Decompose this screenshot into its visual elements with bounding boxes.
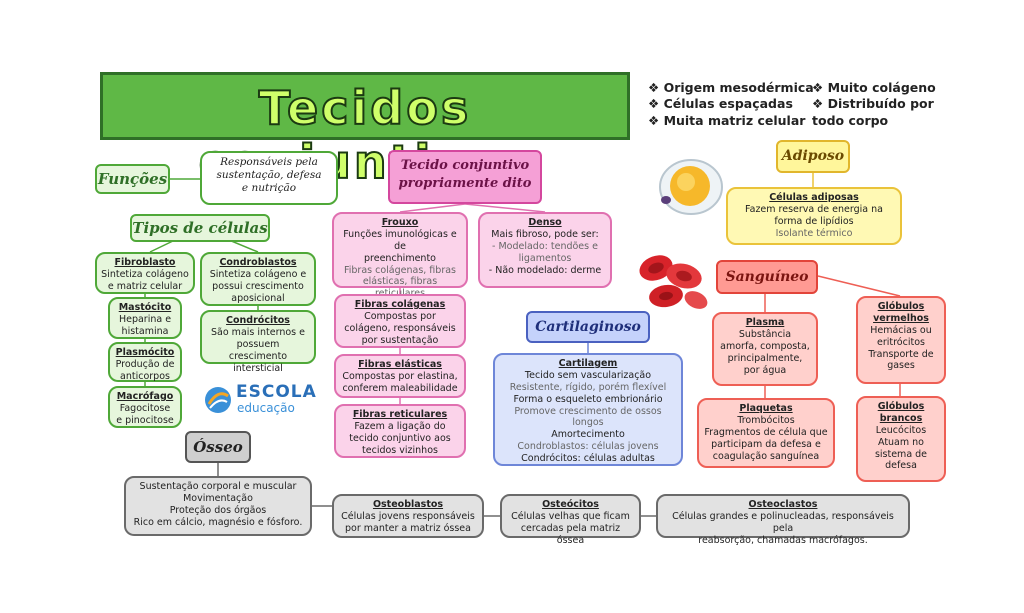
mastocito-box: Mastócito Heparina e histamina xyxy=(108,297,182,339)
osseo-label: Ósseo xyxy=(185,431,251,463)
plaquetas-box: Plaquetas Trombócitos Fragmentos de célu… xyxy=(697,398,835,468)
proprio-label: Tecido conjuntivo propriamente dito xyxy=(388,150,542,204)
plasma-box: Plasma Substância amorfa, composta, prin… xyxy=(712,312,818,386)
funcoes-box: Responsáveis pela sustentação, defesa e … xyxy=(200,151,338,205)
title-banner: Tecidos conjuntivos xyxy=(100,72,630,190)
title-text: Tecidos conjuntivos xyxy=(198,80,532,190)
adiposo-label: Adiposo xyxy=(776,140,850,173)
osteoclastos-box: Osteoclastos Células grandes e polinucle… xyxy=(656,494,910,546)
features-right: Muito colágeno Distribuído por todo corp… xyxy=(812,80,962,129)
cartilagem-box: Cartilagem Tecido sem vascularização Res… xyxy=(493,353,683,466)
sanguineo-label: Sanguíneo xyxy=(716,260,818,294)
feature-item: Muita matriz celular xyxy=(648,113,818,129)
tipos-label: Tipos de células xyxy=(130,214,270,242)
plasmocito-box: Plasmócito Produção de anticorpos xyxy=(108,342,182,382)
feature-item: Distribuído por todo corpo xyxy=(812,96,962,129)
fibras-elasticas-box: Fibras elásticas Compostas por elastina,… xyxy=(334,354,466,398)
osteoblastos-box: Osteoblastos Células jovens responsáveis… xyxy=(332,494,484,538)
osteocitos-box: Osteócitos Células velhas que ficam cerc… xyxy=(500,494,641,546)
feature-item: Células espaçadas xyxy=(648,96,818,112)
logo-icon xyxy=(205,387,231,413)
fibras-colagenas-box: Fibras colágenas Compostas por colágeno,… xyxy=(334,294,466,348)
celulas-adiposas-box: Células adiposas Fazem reserva de energi… xyxy=(726,187,902,245)
condroblastos-box: Condroblastos Sintetiza colágeno e possu… xyxy=(200,252,316,306)
fat-cell-illustration xyxy=(659,159,723,215)
logo-line1: ESCOLA xyxy=(236,382,317,402)
escola-logo: ESCOLA educação xyxy=(203,382,318,418)
condrocitos-box: Condrócitos São mais internos e possuem … xyxy=(200,310,316,374)
denso-box: Denso Mais fibroso, pode ser: - Modelado… xyxy=(478,212,612,288)
red-blood-cells-illustration xyxy=(639,255,708,309)
fibras-reticulares-box: Fibras reticulares Fazem a ligação do te… xyxy=(334,404,466,458)
frouxo-box: Frouxo Funções imunológicas e de preench… xyxy=(332,212,468,299)
osseo-main-box: Sustentação corporal e muscular Moviment… xyxy=(124,476,312,536)
funcoes-label: Funções xyxy=(95,164,170,194)
cartilaginoso-label: Cartilaginoso xyxy=(526,311,650,343)
logo-line2: educação xyxy=(237,401,295,415)
feature-item: Muito colágeno xyxy=(812,80,962,96)
features-left: Origem mesodérmica Células espaçadas Mui… xyxy=(648,80,818,129)
macrofago-box: Macrófago Fagocitose e pinocitose xyxy=(108,386,182,428)
globulos-brancos-box: Glóbulos brancos Leucócitos Atuam no sis… xyxy=(856,396,946,482)
feature-item: Origem mesodérmica xyxy=(648,80,818,96)
globulos-vermelhos-box: Glóbulos vermelhos Hemácias ou eritrócit… xyxy=(856,296,946,384)
fibroblasto-box: Fibroblasto Sintetiza colágeno e matriz … xyxy=(95,252,195,294)
